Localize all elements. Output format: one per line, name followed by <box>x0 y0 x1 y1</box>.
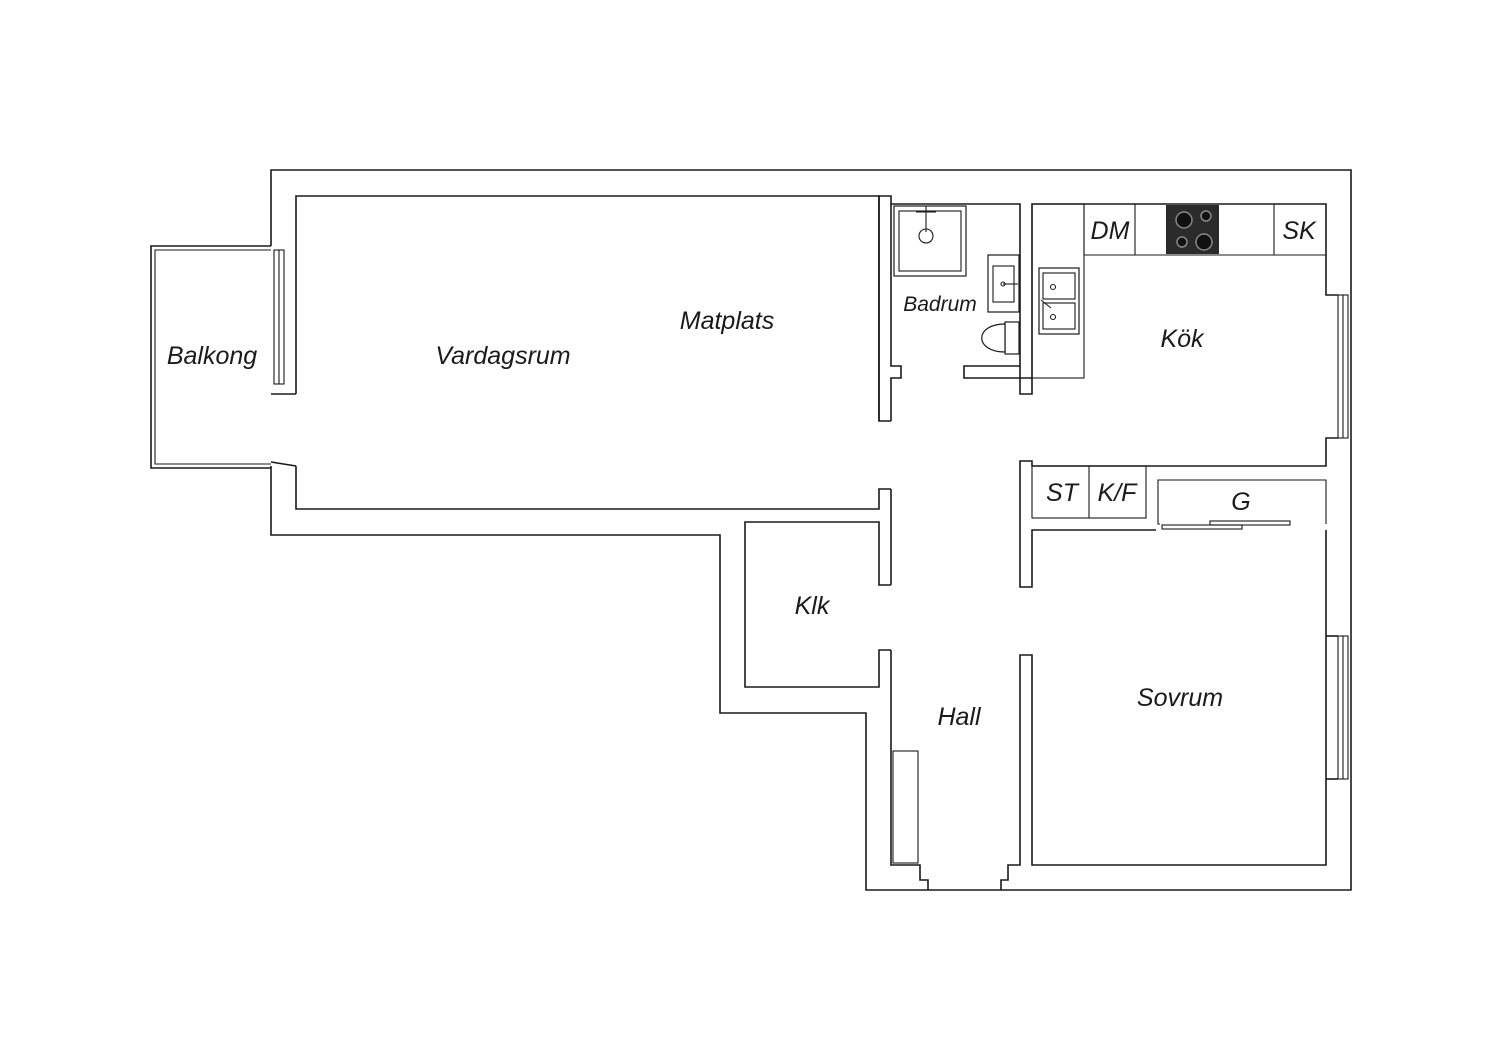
hall-wall-left-lower <box>890 650 929 890</box>
fixture-label-dm: DM <box>1091 217 1130 245</box>
sink-icon <box>987 254 1020 313</box>
bathroom-wall-left <box>890 204 902 421</box>
room-label-badrum: Badrum <box>903 293 977 316</box>
room-label-vardagsrum: Vardagsrum <box>435 342 570 370</box>
fixture-label-kf: K/F <box>1098 479 1139 507</box>
living-room-wall-top <box>295 195 891 422</box>
closet-wall <box>744 521 891 688</box>
bedroom-wardrobe <box>1157 479 1327 530</box>
room-label-matplats: Matplats <box>680 307 774 335</box>
front-door-jamb <box>1000 530 1327 890</box>
balcony-door-window <box>270 249 297 467</box>
kitchen-wall-bottom <box>1019 437 1338 588</box>
stove-icon <box>1166 205 1219 254</box>
outer-wall <box>270 169 1352 891</box>
kitchen-counter <box>1031 203 1085 379</box>
toilet-icon <box>981 321 1020 355</box>
kitchen-sink-icon <box>1038 267 1080 335</box>
room-label-sovrum: Sovrum <box>1137 684 1223 712</box>
kitchen-counter-top <box>1083 204 1326 256</box>
room-label-balkong: Balkong <box>167 342 257 370</box>
room-label-kok: Kök <box>1160 325 1205 353</box>
balcony <box>150 245 271 469</box>
kitchen-window <box>1337 294 1349 439</box>
room-label-hall: Hall <box>937 703 982 731</box>
fixture-label-g: G <box>1231 488 1250 516</box>
shower-icon <box>893 205 967 277</box>
hall-wardrobe <box>892 750 919 864</box>
storage-cabinets <box>1031 465 1147 519</box>
living-room-wall-bottom <box>295 466 891 510</box>
bedroom-window <box>1326 635 1349 780</box>
fixture-label-sk: SK <box>1282 217 1317 245</box>
fixture-label-st: ST <box>1046 479 1080 507</box>
room-label-klk: Klk <box>795 592 831 620</box>
